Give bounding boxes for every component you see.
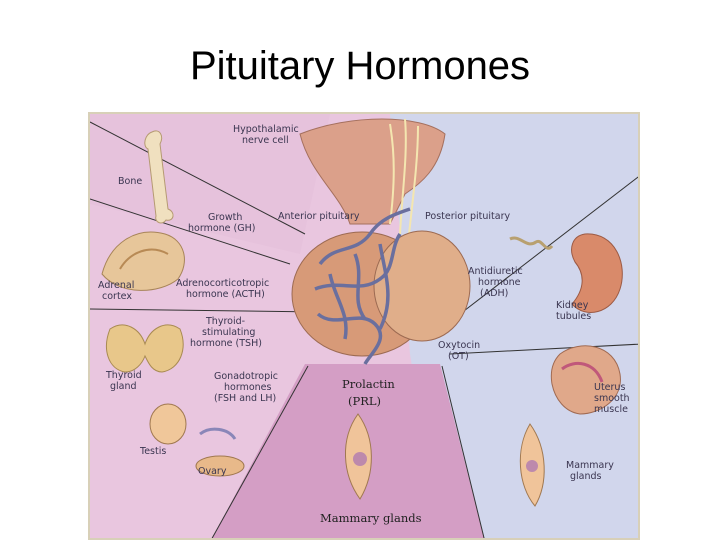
label-uterus: Uterus smooth muscle [594,382,630,415]
ovary-shape [195,455,245,477]
bone-shape [144,130,174,224]
label-testis: Testis [139,446,166,457]
svg-text:gland: gland [110,381,137,392]
portal-vessels [314,207,411,365]
svg-text:(PRL): (PRL) [348,394,381,408]
label-adrenal-cortex: Adrenal cortex [98,280,134,302]
pituitary-diagram: Hypothalamic nerve cell Bone Growth horm… [88,112,640,540]
posterior-pituitary-shape [373,230,471,342]
label-bone: Bone [118,176,142,187]
label-hypothalamic: Hypothalamic nerve cell [233,124,299,146]
svg-text:Thyroid: Thyroid [105,370,142,381]
label-gonadotropic: Gonadotropic hormones (FSH and LH) [214,371,278,404]
svg-text:Uterus: Uterus [594,382,625,393]
svg-text:cortex: cortex [102,291,132,302]
diagram-svg: Hypothalamic nerve cell Bone Growth horm… [90,114,638,538]
svg-text:tubules: tubules [556,311,591,322]
svg-text:(OT): (OT) [448,351,469,362]
svg-text:smooth: smooth [594,393,630,404]
divider-lines [90,121,638,538]
svg-text:Mammary: Mammary [566,460,614,471]
label-posterior-pituitary: Posterior pituitary [425,211,511,222]
svg-text:glands: glands [570,471,602,482]
label-growth-hormone: Growth hormone (GH) [188,212,255,234]
kidney-tubule-shape [509,236,554,250]
svg-text:Gonadotropic: Gonadotropic [214,371,278,382]
svg-text:muscle: muscle [594,404,628,415]
svg-text:Antidiuretic: Antidiuretic [468,266,523,277]
svg-text:Kidney: Kidney [556,300,589,311]
svg-text:Hypothalamic: Hypothalamic [233,124,299,135]
label-acth: Adrenocorticotropic hormone (ACTH) [176,278,269,300]
svg-text:hormone (TSH): hormone (TSH) [190,338,262,349]
svg-text:hormones: hormones [224,382,272,393]
svg-text:Growth: Growth [208,212,242,223]
hypothalamus-shape [299,118,446,225]
label-mammary-right: Mammary glands [566,460,614,482]
svg-text:hormone (ACTH): hormone (ACTH) [186,289,265,300]
label-prolactin: Prolactin (PRL) [342,377,395,408]
slide-title: Pituitary Hormones [189,44,531,88]
nerve-cells [389,118,419,245]
label-anterior-pituitary: Anterior pituitary [278,211,360,222]
svg-text:(FSH and LH): (FSH and LH) [214,393,276,404]
thyroid-shape [106,324,184,373]
svg-text:Thyroid-: Thyroid- [205,316,245,327]
svg-text:Prolactin: Prolactin [342,377,395,391]
label-adh: Antidiuretic hormone (ADH) [468,266,523,299]
svg-text:Adrenal: Adrenal [98,280,134,291]
label-mammary-bottom: Mammary glands [320,511,422,525]
svg-text:stimulating: stimulating [202,327,255,338]
label-kidney-tubules: Kidney tubules [556,300,591,322]
svg-text:(ADH): (ADH) [480,288,508,299]
label-thyroid-gland: Thyroid gland [105,370,142,392]
svg-text:hormone: hormone [478,277,521,288]
uterus-shape [550,345,621,415]
svg-text:Adrenocorticotropic: Adrenocorticotropic [176,278,269,289]
svg-text:hormone (GH): hormone (GH) [188,223,255,234]
label-tsh: Thyroid- stimulating hormone (TSH) [190,316,262,349]
label-oxytocin: Oxytocin (OT) [438,340,480,362]
testis-shape [149,403,187,445]
label-ovary: Ovary [198,466,227,477]
svg-text:nerve cell: nerve cell [242,135,289,146]
kidney-shape [571,233,623,313]
adrenal-shape [101,231,185,291]
svg-text:Oxytocin: Oxytocin [438,340,480,351]
